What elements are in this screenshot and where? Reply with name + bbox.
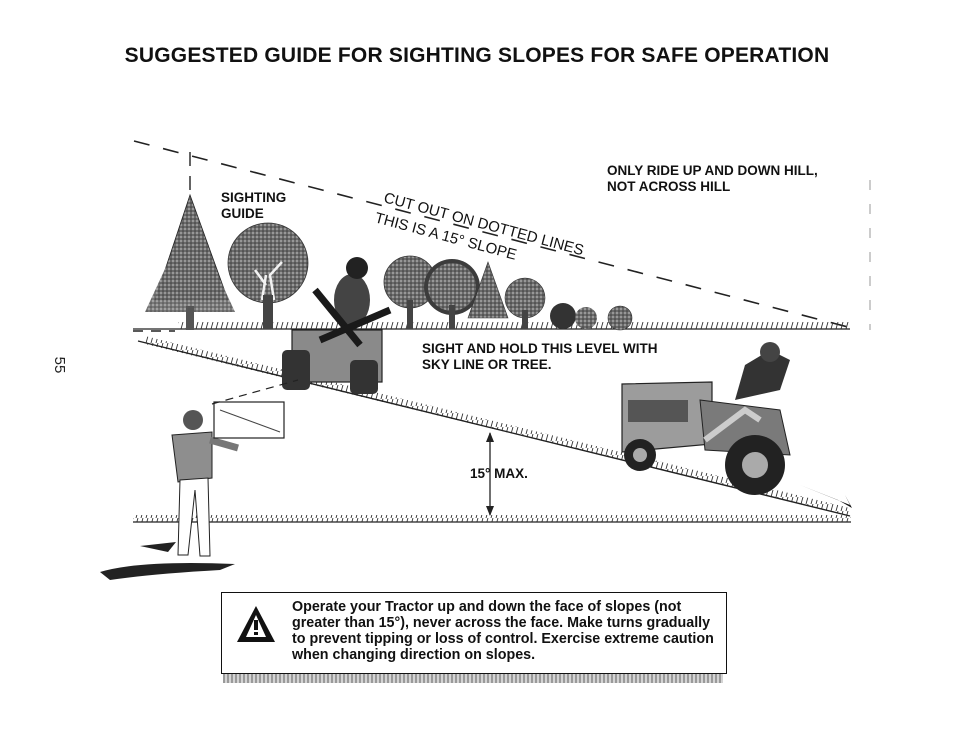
pine-tree-illustration: [145, 193, 235, 330]
max-angle-label: 15° MAX.: [470, 466, 528, 481]
sight-instruction: SIGHT AND HOLD THIS LEVEL WITH SKY LINE …: [422, 341, 658, 372]
horizon-ground: [133, 322, 850, 330]
person-sighting-illustration: [100, 379, 299, 580]
tractor-on-slope-illustration: [621, 342, 852, 508]
sighting-guide-card: [133, 140, 871, 332]
level-ground: [133, 515, 851, 523]
tractor-across-slope-illustration: [282, 257, 392, 394]
angle-indicator: [486, 432, 494, 516]
warning-box: Operate your Tractor up and down the fac…: [221, 592, 727, 674]
ride-instruction: ONLY RIDE UP AND DOWN HILL, NOT ACROSS H…: [607, 163, 818, 194]
warning-triangle-icon: [237, 606, 275, 642]
warning-text: Operate your Tractor up and down the fac…: [292, 599, 714, 663]
page-title: SUGGESTED GUIDE FOR SIGHTING SLOPES FOR …: [124, 44, 830, 67]
tree-group-illustration: [227, 222, 633, 331]
warning-box-shadow: [223, 673, 723, 683]
sighting-guide-label: SIGHTING GUIDE: [221, 190, 287, 221]
